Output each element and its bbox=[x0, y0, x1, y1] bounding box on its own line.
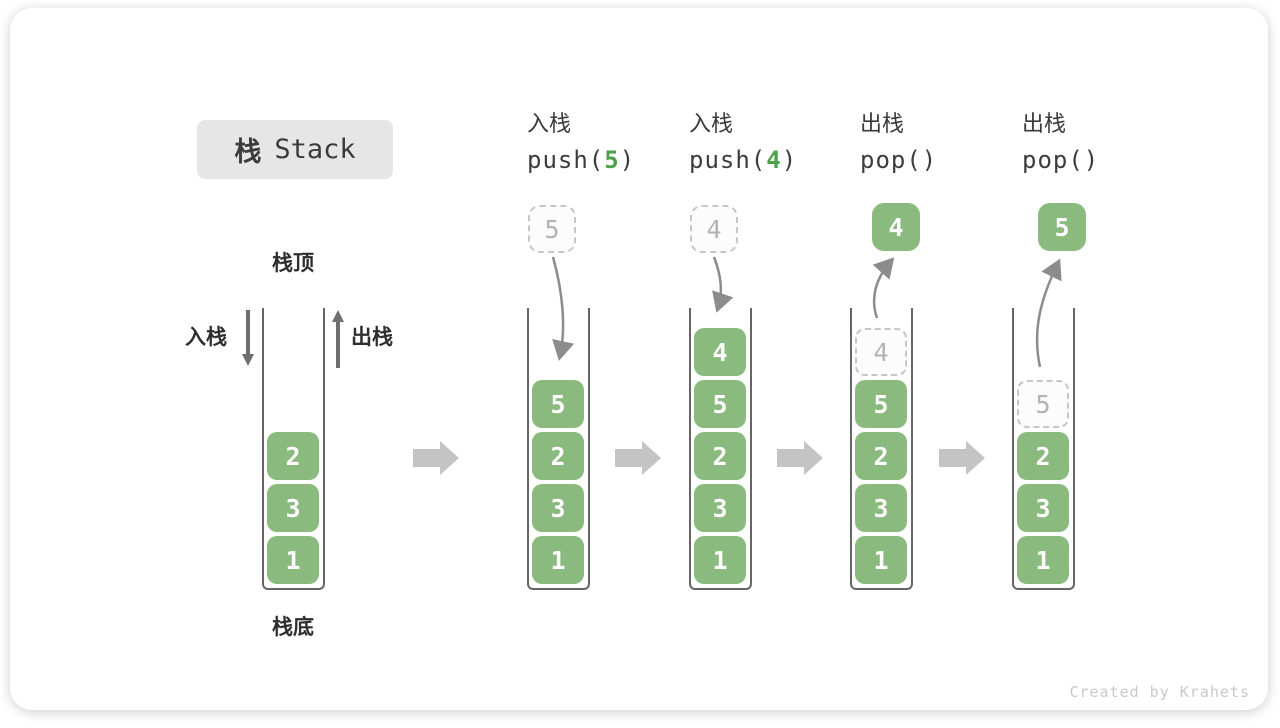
op-code: pop() bbox=[1022, 146, 1100, 174]
op-code: pop() bbox=[860, 146, 938, 174]
step-header-push-4: 入栈 push(4) bbox=[689, 112, 798, 174]
stack-item: 5 bbox=[855, 380, 907, 428]
floating-ghost-item: 4 bbox=[690, 205, 738, 253]
label-stack-bottom: 栈底 bbox=[272, 615, 314, 639]
stack-item: 1 bbox=[855, 536, 907, 584]
floating-popped-item: 4 bbox=[872, 203, 920, 251]
title-en: Stack bbox=[274, 134, 356, 165]
op-label: 出栈 bbox=[1022, 112, 1067, 137]
stack-item: 3 bbox=[694, 484, 746, 532]
op-label: 入栈 bbox=[689, 112, 734, 137]
stack-item: 1 bbox=[1017, 536, 1069, 584]
title-badge: 栈 Stack bbox=[197, 120, 393, 179]
step-flow-arrow bbox=[413, 441, 459, 475]
push-down-arrow bbox=[242, 310, 254, 366]
watermark: Created by Krahets bbox=[1069, 683, 1250, 701]
stack-item: 1 bbox=[694, 536, 746, 584]
push-curve-arrow bbox=[712, 256, 734, 313]
stack-item: 3 bbox=[267, 484, 319, 532]
title-zh: 栈 bbox=[234, 137, 262, 168]
op-code: push(5) bbox=[527, 146, 636, 174]
diagram-card: 栈 Stack 栈顶 栈底 入栈 出栈 入栈 push(5) 入栈 push(4… bbox=[10, 8, 1268, 710]
stack-item: 4 bbox=[694, 328, 746, 376]
label-stack-top: 栈顶 bbox=[272, 251, 314, 275]
stack-item: 3 bbox=[532, 484, 584, 532]
stack-item: 1 bbox=[532, 536, 584, 584]
stack-item: 2 bbox=[855, 432, 907, 480]
stack-item: 1 bbox=[267, 536, 319, 584]
floating-ghost-item: 5 bbox=[528, 205, 576, 253]
op-label: 入栈 bbox=[527, 112, 572, 137]
floating-popped-item: 5 bbox=[1038, 203, 1086, 251]
op-code-arg: 4 bbox=[766, 146, 782, 174]
stack-item: 2 bbox=[267, 432, 319, 480]
step-header-push-5: 入栈 push(5) bbox=[527, 112, 636, 174]
stack-item: 2 bbox=[1017, 432, 1069, 480]
stack-item: 3 bbox=[1017, 484, 1069, 532]
step-header-pop-5: 出栈 pop() bbox=[1022, 112, 1100, 174]
step-flow-arrow bbox=[777, 441, 823, 475]
stack-item: 2 bbox=[532, 432, 584, 480]
op-label: 出栈 bbox=[860, 112, 905, 137]
op-code-arg: 5 bbox=[604, 146, 620, 174]
label-pop-side: 出栈 bbox=[351, 325, 393, 349]
op-code: push(4) bbox=[689, 146, 798, 174]
stack-item: 2 bbox=[694, 432, 746, 480]
stack-item-ghost: 4 bbox=[855, 328, 907, 376]
step-header-pop-4: 出栈 pop() bbox=[860, 112, 938, 174]
stack-item: 3 bbox=[855, 484, 907, 532]
stack-item: 5 bbox=[532, 380, 584, 428]
stack-item: 5 bbox=[694, 380, 746, 428]
step-flow-arrow bbox=[939, 441, 985, 475]
stack-item-ghost: 5 bbox=[1017, 380, 1069, 428]
step-flow-arrow bbox=[615, 441, 661, 475]
label-push-side: 入栈 bbox=[185, 325, 227, 349]
pop-up-arrow bbox=[332, 310, 344, 368]
